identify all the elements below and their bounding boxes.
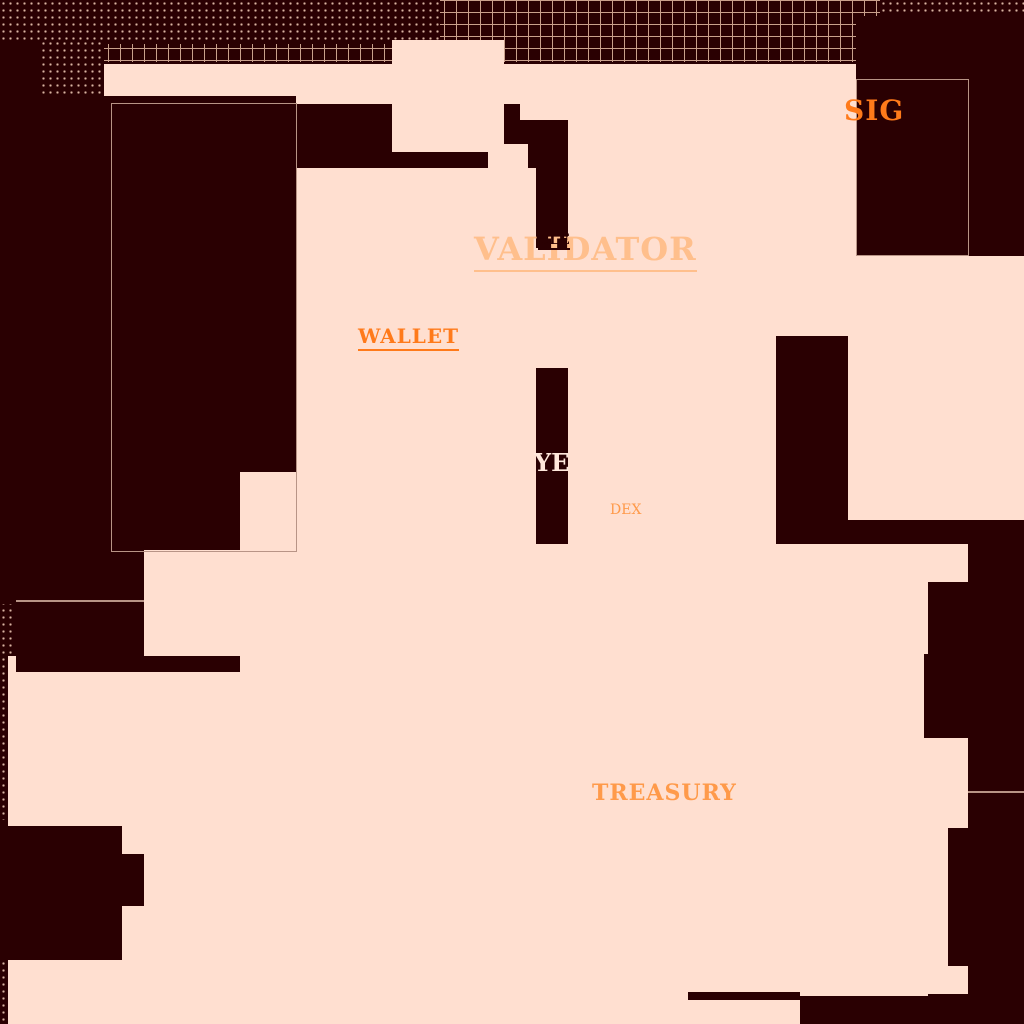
panel-lower-right bbox=[920, 580, 928, 660]
block-right-inset bbox=[928, 582, 968, 654]
block-left-big bbox=[40, 96, 296, 472]
block-column-upper bbox=[536, 168, 568, 248]
block-right-band bbox=[848, 520, 1024, 544]
block-right-lower bbox=[948, 828, 968, 966]
block-step-a bbox=[504, 104, 520, 144]
block-right-side bbox=[968, 544, 1024, 1024]
frame-left bbox=[111, 103, 297, 552]
panel-center bbox=[296, 96, 856, 556]
frame-left-lower bbox=[16, 600, 144, 602]
frame-right bbox=[856, 79, 969, 256]
dot-texture-bottom-left bbox=[0, 960, 10, 1024]
treasury-label: TREASURY bbox=[592, 780, 737, 806]
block-bottom-bar bbox=[688, 992, 800, 1000]
block-right-mid bbox=[776, 336, 848, 544]
block-top-strip bbox=[392, 152, 488, 168]
panel-lower-wide bbox=[8, 656, 928, 996]
block-bottom-right bbox=[800, 996, 984, 1024]
block-step-b bbox=[520, 120, 568, 144]
dex-label: DEX bbox=[610, 502, 642, 518]
block-right-inset2 bbox=[924, 654, 968, 738]
ye-label: YE bbox=[534, 448, 570, 477]
block-top-bar bbox=[296, 104, 392, 168]
block-column-lower bbox=[536, 368, 568, 544]
sig-label: SIG bbox=[844, 94, 905, 127]
panel-bottom-right bbox=[900, 966, 968, 994]
block-left-bar bbox=[144, 656, 240, 672]
block-left-column bbox=[0, 44, 40, 604]
panel-lower bbox=[144, 544, 928, 656]
block-bottom-left-tab bbox=[122, 854, 144, 906]
dot-texture-left bbox=[40, 40, 104, 96]
wallet-label: WALLET bbox=[358, 324, 459, 351]
panel-bottom bbox=[8, 996, 800, 1024]
frame-right-lower bbox=[968, 791, 1024, 793]
block-step-c bbox=[528, 144, 568, 168]
block-left-foot bbox=[40, 550, 144, 600]
block-bottom-left bbox=[0, 826, 122, 960]
validator-label: VALIDATOR bbox=[474, 230, 697, 272]
cle-label: CLE bbox=[538, 232, 570, 250]
dot-texture-top bbox=[0, 0, 440, 44]
block-right-top bbox=[856, 16, 1024, 256]
block-left-lower bbox=[40, 470, 240, 550]
panel-right-upper bbox=[848, 256, 1024, 520]
dot-texture-topright bbox=[880, 0, 1024, 16]
block-left-base bbox=[16, 600, 144, 672]
